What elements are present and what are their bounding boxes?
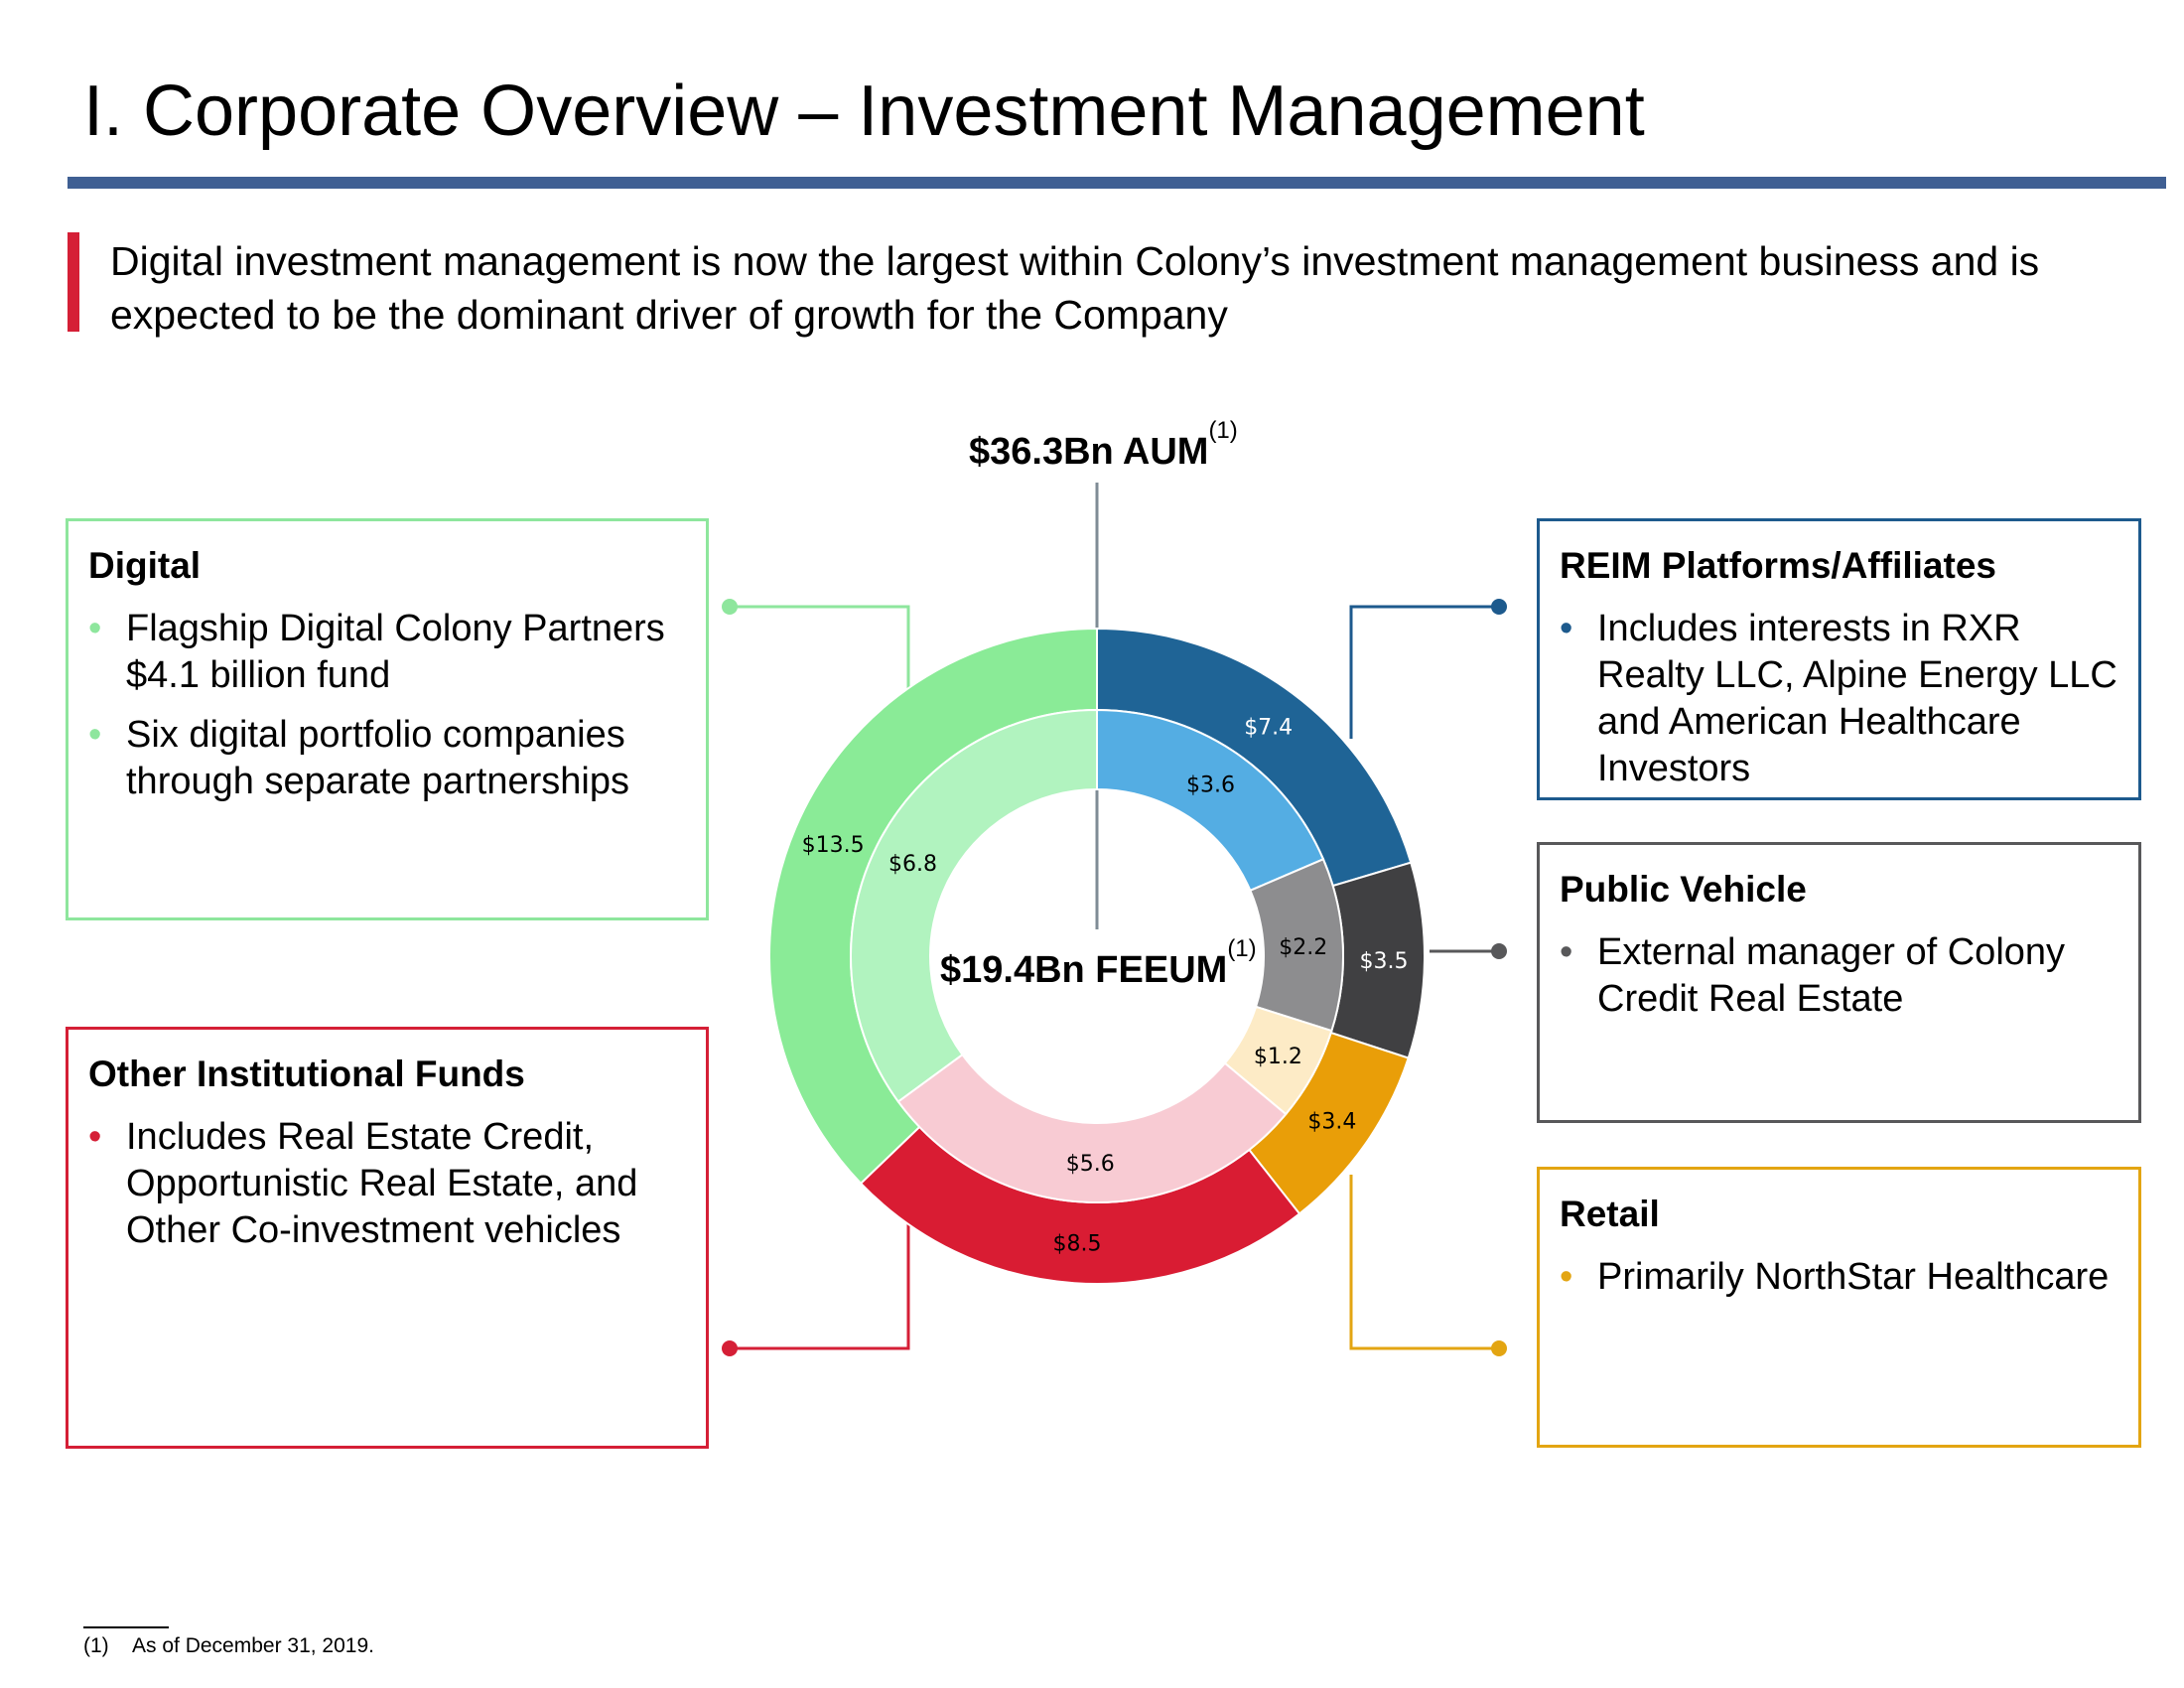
subtitle-accent-bar: [68, 232, 79, 332]
reim-connector-end-dot: [1491, 599, 1507, 615]
inner-slice-value-label: $3.6: [1186, 773, 1235, 797]
bullet-dot-icon: •: [1560, 608, 1573, 649]
other-institutional-funds-box: Other Institutional Funds • Includes Real…: [66, 1027, 709, 1449]
bullet-dot-icon: •: [88, 1116, 102, 1158]
retail-bullets: • Primarily NorthStar Healthcare: [1560, 1254, 2128, 1314]
footnote: (1) As of December 31, 2019.: [83, 1634, 374, 1658]
bullet-text: Includes interests in RXR Realty LLC, Al…: [1597, 608, 2117, 789]
reim-platforms-box: REIM Platforms/Affiliates • Includes inte…: [1537, 518, 2141, 800]
outer-slice-value-label: $3.5: [1359, 949, 1408, 974]
outer-slice-value-label: $7.4: [1244, 715, 1293, 740]
bullet-item: • Six digital portfolio companies through…: [88, 712, 696, 805]
inner-slice-digital: [850, 708, 1098, 1103]
public-vehicle-bullets: • External manager of Colony Credit Real …: [1560, 929, 2128, 1036]
inner-ring-feeum: [850, 708, 1344, 1203]
reim-connector: [1349, 605, 1499, 739]
feeum-footnote-ref: (1): [1227, 935, 1257, 962]
public-vehicle-connector-end-dot: [1491, 943, 1507, 959]
digital-connector-end-dot: [722, 599, 738, 615]
retail-box: Retail • Primarily NorthStar Healthcare: [1537, 1167, 2141, 1448]
title-rule: [68, 177, 2166, 189]
bullet-item: • External manager of Colony Credit Real …: [1560, 929, 2128, 1023]
aum-total-label: $36.3Bn AUM(1): [969, 417, 1238, 474]
bullet-dot-icon: •: [1560, 1256, 1573, 1298]
inner-slice-other-institutional-funds: [896, 1053, 1288, 1203]
retail-connector-end-dot: [1491, 1340, 1507, 1356]
bullet-item: • Primarily NorthStar Healthcare: [1560, 1254, 2128, 1301]
aum-total-text: $36.3Bn AUM: [969, 431, 1209, 473]
inner-slice-value-label: $5.6: [1066, 1152, 1115, 1177]
other-institutional-bullets: • Includes Real Estate Credit, Opportunis…: [88, 1114, 696, 1267]
digital-box: Digital • Flagship Digital Colony Partner…: [66, 518, 709, 920]
bullet-item: • Includes Real Estate Credit, Opportunis…: [88, 1114, 696, 1254]
footnote-text: As of December 31, 2019.: [132, 1634, 374, 1657]
feeum-total-label: $19.4Bn FEEUM(1): [940, 935, 1257, 992]
footnote-rule: [83, 1626, 169, 1628]
bullet-text: External manager of Colony Credit Real E…: [1597, 931, 2066, 1020]
slice-labels: $7.4 $3.5 $3.4 $8.5 $13.5 $3.6 $2.2 $1.2 $5.6 $6.…: [802, 715, 1409, 1256]
reim-bullets: • Includes interests in RXR Realty LLC, A…: [1560, 606, 2128, 805]
reim-platforms-title: REIM Platforms/Affiliates: [1560, 545, 1996, 586]
bullet-text: Includes Real Estate Credit, Opportunist…: [126, 1116, 638, 1251]
retail-title: Retail: [1560, 1194, 1660, 1234]
bullet-item: • Includes interests in RXR Realty LLC, A…: [1560, 606, 2128, 792]
bullet-text: Six digital portfolio companies through …: [126, 714, 629, 802]
retail-connector: [1349, 1175, 1499, 1350]
feeum-total-text: $19.4Bn FEEUM: [940, 949, 1228, 991]
public-vehicle-box: Public Vehicle • External manager of Colo…: [1537, 842, 2141, 1123]
outer-ring-aum: [768, 627, 1426, 1286]
public-vehicle-title: Public Vehicle: [1560, 869, 1807, 910]
footnote-marker: (1): [83, 1634, 109, 1657]
digital-connector: [730, 605, 910, 690]
bullet-text: Primarily NorthStar Healthcare: [1597, 1256, 2110, 1298]
bullet-dot-icon: •: [1560, 931, 1573, 973]
other-institutional-connector-end-dot: [722, 1340, 738, 1356]
page-title: I. Corporate Overview – Investment Manag…: [83, 71, 1645, 151]
outer-slice-value-label: $3.4: [1307, 1110, 1356, 1135]
bullet-dot-icon: •: [88, 714, 102, 756]
outer-slice-value-label: $13.5: [802, 833, 865, 858]
bullet-item: • Flagship Digital Colony Partners $4.1 b…: [88, 606, 696, 699]
inner-slice-value-label: $2.2: [1279, 935, 1327, 960]
bullet-text: Flagship Digital Colony Partners $4.1 bi…: [126, 608, 665, 696]
outer-slice-value-label: $8.5: [1053, 1231, 1102, 1256]
other-institutional-connector: [730, 1211, 910, 1350]
inner-slice-value-label: $6.8: [888, 852, 937, 877]
subtitle: Digital investment management is now the…: [110, 238, 2040, 338]
aum-footnote-ref: (1): [1208, 417, 1238, 444]
other-institutional-funds-title: Other Institutional Funds: [88, 1054, 525, 1094]
inner-slice-value-label: $1.2: [1254, 1045, 1302, 1069]
digital-bullets: • Flagship Digital Colony Partners $4.1 b…: [88, 606, 696, 818]
digital-box-title: Digital: [88, 545, 202, 586]
bullet-dot-icon: •: [88, 608, 102, 649]
